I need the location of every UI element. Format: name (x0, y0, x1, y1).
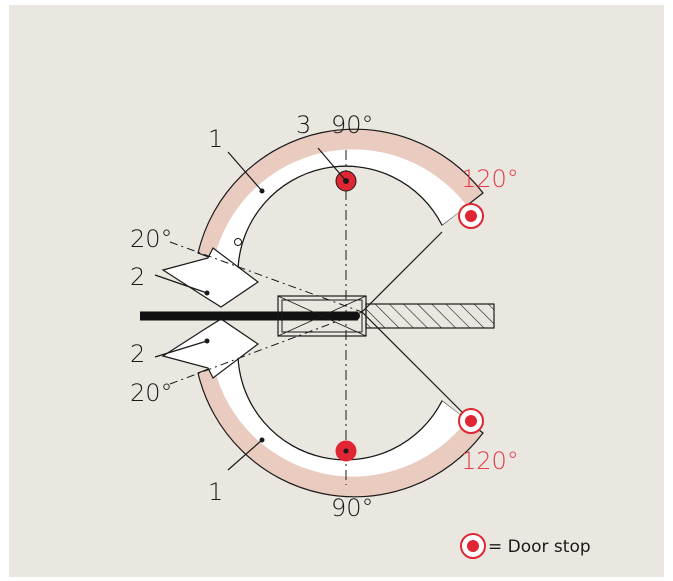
legend-text: = Door stop (488, 537, 591, 557)
angle-line-lower-120 (361, 311, 463, 413)
upper-rail-inner-edge (237, 165, 443, 269)
angle-line-lower-20 (169, 311, 363, 385)
rail-hole (234, 238, 242, 246)
upper-rail-inner-track (214, 149, 467, 268)
label-angle-upper-left: 20° (130, 225, 173, 253)
label-pivot-upper: 2 (130, 263, 145, 291)
label-angle-lower-left: 20° (130, 379, 173, 407)
upper-pivot-arrow (161, 247, 260, 308)
label-stop-number: 3 (296, 111, 311, 139)
label-angle-upper-right: 120° (461, 165, 519, 193)
leader-dot-rail-upper (259, 188, 265, 194)
wall-hatched (365, 303, 495, 329)
leader-dot-rail-lower (259, 437, 265, 443)
label-angle-top: 90° (331, 111, 374, 139)
door-stop-marker-lower-120 (458, 408, 484, 434)
label-pivot-lower: 2 (130, 340, 145, 368)
door-stop-marker-upper-120 (458, 203, 484, 229)
lower-rail-inner-track (214, 358, 467, 477)
angle-line-upper-20 (169, 241, 363, 313)
label-rail-upper: 1 (208, 125, 223, 153)
leader-dot-pivot-lower (204, 338, 210, 344)
label-angle-bottom: 90° (331, 494, 374, 522)
label-angle-lower-right: 120° (461, 447, 519, 475)
lower-rail-inner-edge (237, 357, 443, 461)
angle-line-upper-120 (361, 231, 443, 313)
lower-pivot-arrow (161, 318, 260, 379)
legend-door-stop-icon (460, 533, 486, 559)
leader-dot-pivot-upper (204, 290, 210, 296)
label-rail-lower: 1 (208, 478, 223, 506)
